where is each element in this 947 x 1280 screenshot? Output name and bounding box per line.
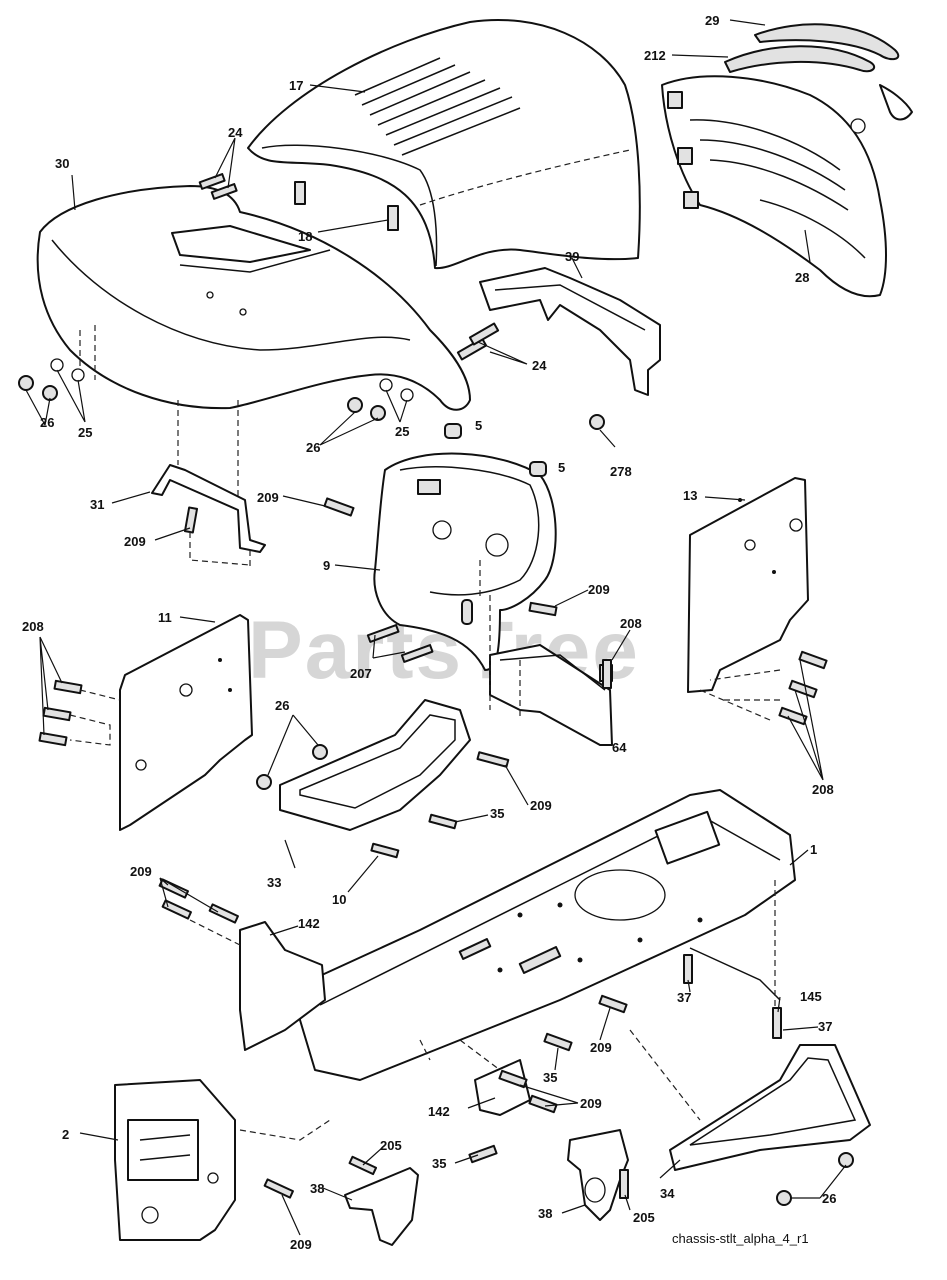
callout-209-e: 209 [130,864,152,879]
callout-9: 9 [323,558,330,573]
part-pedal-bracket-left [344,1167,419,1246]
callout-13: 13 [683,488,697,503]
callout-208-mid: 208 [620,616,642,631]
callout-2: 2 [62,1127,69,1142]
part-steering-bracket [479,267,661,396]
callout-5-left: 5 [475,418,482,433]
callout-205-right: 205 [633,1210,655,1225]
part-fender-bracket [151,464,266,553]
leader-lines [25,19,847,1236]
part-hood-pins [294,181,399,231]
callout-labels: 29 212 17 24 30 18 39 28 24 26 25 26 25 … [22,13,836,1252]
callout-145: 145 [800,989,822,1004]
callout-38-right: 38 [538,1206,552,1221]
callout-33: 33 [267,875,281,890]
part-fender [36,185,471,411]
callout-25-mid: 25 [395,424,409,439]
part-grille [661,75,887,298]
part-left-side-panel [119,614,253,831]
diagram-caption: chassis-stlt_alpha_4_r1 [672,1231,809,1246]
callout-142-top: 142 [298,916,320,931]
callout-212: 212 [644,48,666,63]
callout-142-bottom: 142 [428,1104,450,1119]
callout-35-mid: 35 [543,1070,557,1085]
callout-208-left: 208 [22,619,44,634]
callout-209-c: 209 [588,582,610,597]
callout-209-f: 209 [590,1040,612,1055]
callout-209-h: 209 [290,1237,312,1252]
callout-37-left: 37 [677,990,691,1005]
callout-208-right: 208 [812,782,834,797]
callout-30: 30 [55,156,69,171]
callout-39: 39 [565,249,579,264]
callout-209-d: 209 [530,798,552,813]
callout-24-top: 24 [228,125,243,140]
callout-35-bottom: 35 [432,1156,446,1171]
callout-10: 10 [332,892,346,907]
callout-209-g: 209 [580,1096,602,1111]
part-left-footrest [279,699,471,831]
part-main-frame [299,789,796,1081]
callout-34: 34 [660,1186,675,1201]
callout-26-center: 26 [275,698,289,713]
callout-31: 31 [90,497,104,512]
part-hood-trim [724,23,913,121]
part-rod-145 [689,947,781,1001]
callout-64: 64 [612,740,627,755]
part-rear-panel [114,1079,236,1241]
callout-18: 18 [298,229,312,244]
part-axle-bracket-142 [239,921,531,1116]
callout-29: 29 [705,13,719,28]
part-right-side-panel [687,477,809,693]
callout-209-b: 209 [124,534,146,549]
part-pedal-bracket-right [567,1129,629,1221]
callout-24-right: 24 [532,358,547,373]
part-knobs [444,423,547,477]
callout-25-left: 25 [78,425,92,440]
callout-209-a: 209 [257,490,279,505]
callout-37-right: 37 [818,1019,832,1034]
callout-35-top: 35 [490,806,504,821]
alignment-lines [69,325,781,1141]
callout-26-left: 26 [40,415,54,430]
callout-278: 278 [610,464,632,479]
callout-11: 11 [158,610,172,625]
part-hood [247,18,641,270]
callout-205-left: 205 [380,1138,402,1153]
callout-26-mid: 26 [306,440,320,455]
part-right-footrest [669,1044,871,1171]
callout-5-right: 5 [558,460,565,475]
callout-1: 1 [810,842,817,857]
callout-28: 28 [795,270,809,285]
callout-207: 207 [350,666,372,681]
callout-26-bottom: 26 [822,1191,836,1206]
callout-38-left: 38 [310,1181,324,1196]
callout-17: 17 [289,78,303,93]
fasteners [18,173,854,1206]
